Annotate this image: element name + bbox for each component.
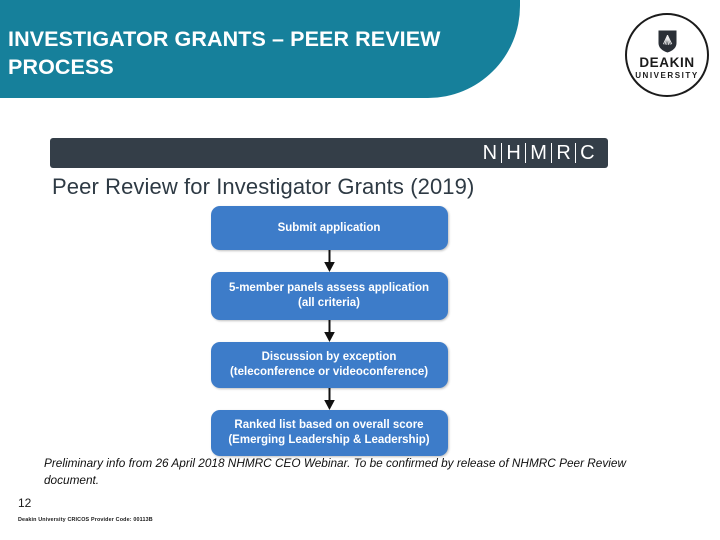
nhmrc-letter-m: M — [530, 141, 548, 164]
nhmrc-brand-bar: N H M R C — [50, 138, 608, 168]
nhmrc-letter-h: H — [506, 141, 522, 164]
flow-step-4-line1: Ranked list based on overall score — [234, 419, 424, 432]
deakin-logo-subtitle: UNIVERSITY — [635, 70, 699, 80]
flow-step-ranked-list: Ranked list based on overall score (Emer… — [210, 410, 448, 456]
flow-step-2-row: 5-member panels assess application (all … — [50, 272, 608, 320]
slide-title-banner: INVESTIGATOR GRANTS – PEER REVIEW PROCES… — [0, 0, 520, 98]
flow-step-4-row: Ranked list based on overall score (Emer… — [50, 410, 608, 456]
page-title: INVESTIGATOR GRANTS – PEER REVIEW PROCES… — [8, 27, 441, 80]
nhmrc-wordmark: N H M R C — [479, 140, 599, 166]
source-caption: Preliminary info from 26 April 2018 NHMR… — [44, 456, 626, 487]
flow-step-2-line2: (all criteria) — [298, 297, 360, 309]
flow-step-2-line1: 5-member panels assess application — [228, 282, 430, 295]
flow-step-1-label: Submit application — [277, 221, 381, 234]
flow-step-2-label: 5-member panels assess application (all … — [229, 281, 429, 311]
nhmrc-letter-divider — [501, 143, 503, 163]
flow-arrow-2 — [50, 320, 608, 342]
flow-step-3-line2: (teleconference or videoconference) — [229, 366, 429, 378]
footer-cricos-note: Deakin University CRICOS Provider Code: … — [18, 517, 153, 523]
nhmrc-letter-c: C — [580, 141, 595, 164]
deakin-logo-name: DEAKIN — [639, 55, 695, 71]
flow-step-3-row: Discussion by exception (teleconference … — [50, 342, 608, 388]
page-number: 12 — [18, 496, 32, 510]
nhmrc-letter-divider — [551, 143, 553, 163]
flow-step-3-line1: Discussion by exception — [261, 351, 397, 364]
nhmrc-letter-r: R — [556, 141, 572, 164]
flow-arrow-3 — [50, 388, 608, 410]
flow-step-4-line2: (Emerging Leadership & Leadership) — [228, 434, 430, 446]
flow-step-1-row: Submit application — [50, 206, 608, 250]
down-arrow-icon — [323, 388, 335, 410]
deakin-shield-icon — [658, 30, 676, 53]
nhmrc-letter-n: N — [482, 141, 498, 164]
flow-step-panel-assessment: 5-member panels assess application (all … — [210, 272, 448, 320]
flow-arrow-1 — [50, 250, 608, 272]
figure-heading: Peer Review for Investigator Grants (201… — [52, 174, 475, 199]
down-arrow-icon — [323, 320, 335, 342]
down-arrow-icon — [323, 250, 335, 272]
nhmrc-letter-divider — [525, 143, 527, 163]
flow-step-3-label: Discussion by exception (teleconference … — [230, 350, 428, 380]
nhmrc-peer-review-figure: N H M R C Peer Review for Investigator G… — [50, 138, 608, 456]
deakin-university-logo: DEAKIN UNIVERSITY — [625, 13, 709, 97]
peer-review-flowchart: Submit application 5-member panels asses… — [50, 206, 608, 456]
nhmrc-letter-divider — [575, 143, 577, 163]
flow-step-4-label: Ranked list based on overall score (Emer… — [228, 418, 429, 448]
flow-step-discussion-by-exception: Discussion by exception (teleconference … — [210, 342, 448, 388]
flow-step-submit-application: Submit application — [210, 206, 448, 250]
